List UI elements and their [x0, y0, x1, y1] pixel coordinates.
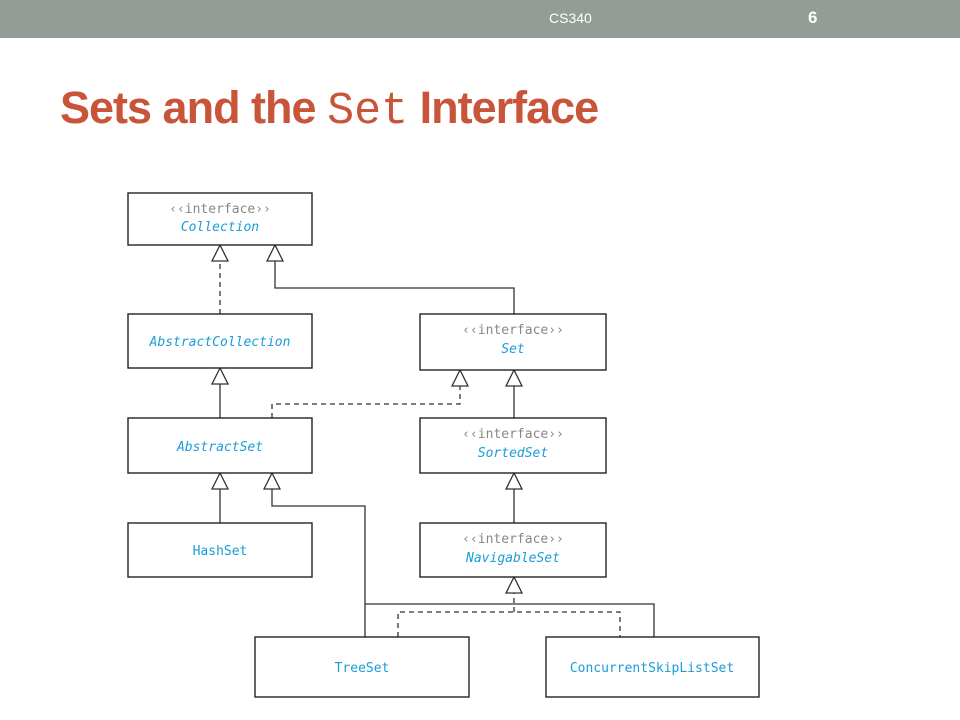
navigable-set-stereotype: ‹‹interface›› [462, 532, 564, 547]
collection-stereotype: ‹‹interface›› [169, 202, 271, 217]
box-abstract-set [127, 417, 313, 474]
arrowhead-navigableset [504, 575, 524, 594]
box-hash-set [127, 522, 313, 578]
title-code: Set [327, 86, 409, 137]
edge-skiplistset-abstractset [365, 603, 655, 637]
box-concurrent-skip-list-set [545, 636, 760, 698]
edge-set-collection [274, 261, 515, 314]
sorted-set-name: SortedSet [478, 446, 549, 461]
set-name: Set [501, 342, 525, 357]
arrowhead-sortedset [504, 471, 524, 490]
arrowhead-abstractset-right [262, 471, 282, 490]
arrowhead-collection-right [265, 243, 285, 262]
sorted-set-stereotype: ‹‹interface›› [462, 427, 564, 442]
collection-name: Collection [181, 220, 259, 235]
box-set [419, 313, 607, 371]
arrowhead-set-right [504, 368, 524, 387]
arrowhead-abstractset-left [210, 471, 230, 490]
box-collection [127, 192, 313, 246]
concurrent-skip-list-set-name: ConcurrentSkipListSet [570, 661, 734, 676]
tree-set-name: TreeSet [335, 661, 390, 676]
edge-abstractset-set [271, 386, 461, 418]
abstract-set-name: AbstractSet [176, 440, 263, 455]
abstract-collection-name: AbstractCollection [149, 335, 291, 350]
arrowhead-collection-left [210, 243, 230, 262]
edge-implements-navigableset [397, 592, 621, 637]
set-stereotype: ‹‹interface›› [462, 323, 564, 338]
edge-treeset-abstractset [271, 489, 366, 637]
title-suffix: Interface [408, 82, 600, 133]
course-label: CS340 [549, 10, 592, 26]
arrowhead-abstractcollection [210, 366, 230, 385]
title-prefix: Sets and the [60, 82, 328, 133]
arrowhead-set-left [450, 368, 470, 387]
header-bar: CS340 6 [0, 0, 960, 38]
navigable-set-name: NavigableSet [465, 551, 560, 566]
box-sorted-set [419, 417, 607, 474]
page-number: 6 [808, 8, 818, 27]
box-abstract-collection [127, 313, 313, 369]
box-navigable-set [419, 522, 607, 578]
slide-title: Sets and the Set Interface [60, 82, 600, 137]
hash-set-name: HashSet [193, 544, 248, 559]
box-tree-set [254, 636, 470, 698]
